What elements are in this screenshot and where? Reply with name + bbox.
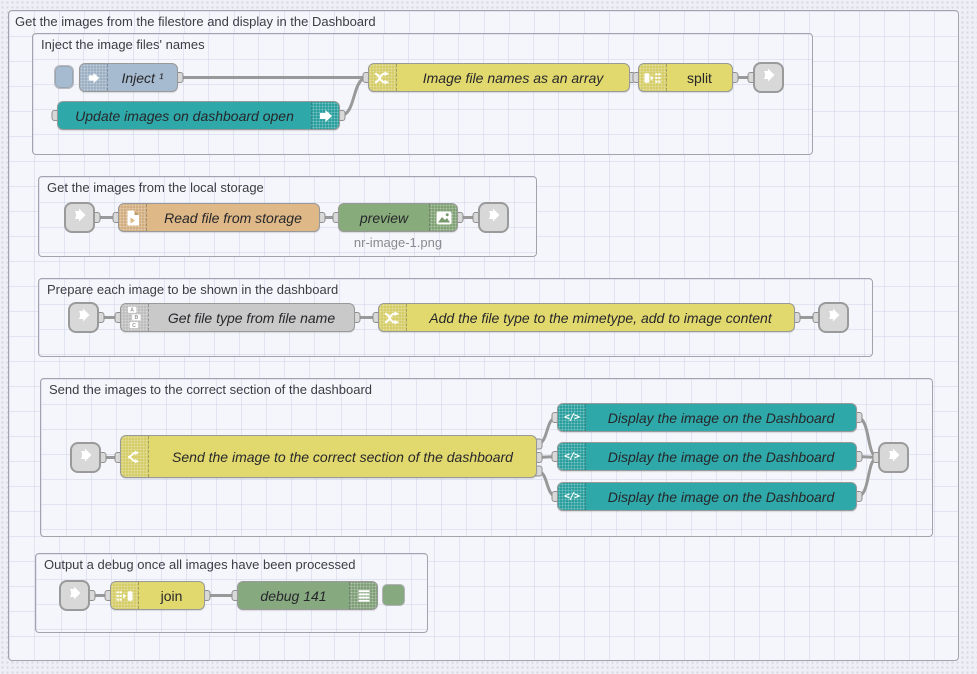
node-display-image-1[interactable]: </> Display the image on the Dashboard [557,403,857,432]
node-read-file[interactable]: Read file from storage [118,203,320,232]
group-label: Get the images from the local storage [47,180,264,195]
wire-update-to-function[interactable] [338,76,370,117]
node-switch-send-image[interactable]: Send the image to the correct section of… [120,435,537,478]
switch-icon [121,436,149,477]
node-display-image-2[interactable]: </> Display the image on the Dashboard [557,442,857,471]
node-label: Get file type from file name [167,309,336,326]
node-debug[interactable]: debug 141 [237,581,378,610]
link-arrow-icon [486,207,502,228]
node-link-in-2[interactable] [64,202,95,233]
inject-trigger-button[interactable] [54,65,74,89]
group-label: Prepare each image to be shown in the da… [47,282,339,297]
arrow-right-icon [311,102,339,129]
preview-filename-caption: nr-image-1.png [353,235,443,250]
image-icon [429,204,457,231]
node-label: Update images on dashboard open [75,107,294,124]
join-icon [111,582,139,609]
node-label: debug 141 [260,587,327,604]
node-label: Inject ¹ [121,69,164,86]
node-function-filenames[interactable]: Image file names as an array [368,63,630,92]
svg-text:C: C [132,323,136,329]
group-label: Inject the image files' names [41,37,205,52]
node-label: join [160,587,183,604]
link-arrow-icon [886,447,902,468]
node-link-out-1[interactable] [753,62,784,93]
node-split[interactable]: split [638,63,733,92]
node-link-out-4[interactable] [878,442,909,473]
split-icon [639,64,667,91]
node-get-file-type[interactable]: A B C Get file type from file name [120,303,355,332]
node-link-out-2[interactable] [478,202,509,233]
node-link-out-3[interactable] [818,302,849,333]
link-arrow-icon [72,207,88,228]
node-label: Add the file type to the mimetype, add t… [429,309,772,326]
link-arrow-icon [67,585,83,606]
link-arrow-icon [78,447,94,468]
group-label: Send the images to the correct section o… [49,382,373,397]
node-join[interactable]: join [110,581,205,610]
group-label: Output a debug once all images have been… [44,557,356,572]
arrow-right-icon [80,64,108,91]
debug-enable-toggle[interactable] [382,584,405,606]
file-icon [119,204,147,231]
node-update-on-dashboard-open[interactable]: Update images on dashboard open [57,101,340,130]
debug-list-icon [349,582,377,609]
link-arrow-icon [826,307,842,328]
link-arrow-icon [761,67,777,88]
node-function-add-mimetype[interactable]: Add the file type to the mimetype, add t… [378,303,795,332]
node-label: Display the image on the Dashboard [607,448,835,465]
node-link-in-4[interactable] [70,442,101,473]
group-outer-label: Get the images from the filestore and di… [15,14,376,29]
wire-display3-to-linkout[interactable] [855,456,880,498]
node-label: preview [359,209,409,226]
node-label: Read file from storage [164,209,302,226]
svg-text:A: A [130,308,134,314]
shuffle-icon [369,64,397,91]
node-link-in-5[interactable] [59,580,90,611]
code-icon: </> [558,404,586,431]
node-display-image-3[interactable]: </> Display the image on the Dashboard [557,482,857,511]
group-inject-filenames[interactable]: Inject the image files' names [32,33,813,155]
code-icon: </> [558,483,586,510]
node-label: Display the image on the Dashboard [607,409,835,426]
node-label: Image file names as an array [422,69,604,86]
svg-text:B: B [135,315,139,321]
node-label: split [687,69,712,86]
shuffle-icon [379,304,407,331]
node-preview[interactable]: preview [338,203,458,232]
node-label: Send the image to the correct section of… [172,448,513,465]
code-icon: </> [558,443,586,470]
node-inject[interactable]: Inject ¹ [79,63,178,92]
abc-icon: A B C [121,304,149,331]
link-arrow-icon [76,307,92,328]
node-link-in-3[interactable] [68,302,99,333]
node-label: Display the image on the Dashboard [607,488,835,505]
